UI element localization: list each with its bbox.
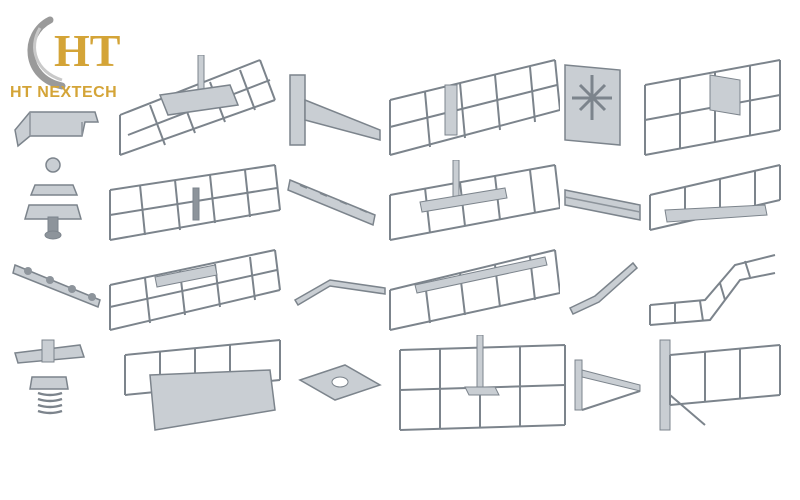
wall-mount-tray-icon xyxy=(645,335,785,435)
plate-bracket-tray-icon xyxy=(640,55,785,160)
rod-washer-tray-icon xyxy=(395,335,570,435)
logo: HT xyxy=(10,8,135,103)
tray-bend-elbow-icon xyxy=(645,245,780,330)
rod-strut-support-tray-icon xyxy=(385,160,560,245)
square-washer-icon xyxy=(295,360,385,405)
tray-on-strut-icon xyxy=(105,335,285,435)
wall-arm-support-tray-icon xyxy=(385,55,560,160)
coupler-strip-icon xyxy=(10,255,105,315)
angled-strip-icon xyxy=(565,258,640,318)
slotted-strut-icon xyxy=(285,170,380,230)
c-channel-bracket-icon xyxy=(10,100,105,155)
cross-plate-bracket-icon xyxy=(560,60,630,150)
tray-joint-splice-icon xyxy=(105,245,285,335)
bent-strip-icon xyxy=(290,270,390,310)
brand-name: HT NEXTECH xyxy=(10,84,118,101)
clamp-parts-icon xyxy=(15,155,90,245)
tray-strip-connector-icon xyxy=(385,245,560,335)
logo-letters: HT xyxy=(54,25,120,76)
u-channel-strut-icon xyxy=(560,185,645,225)
tray-strut-base-icon xyxy=(645,160,785,240)
spring-nut-clamp-icon xyxy=(10,335,90,425)
tray-bolt-joint-icon xyxy=(105,160,285,245)
wall-angle-bracket-icon xyxy=(570,355,645,415)
logo-emblem-icon: HT xyxy=(27,16,120,90)
threaded-rod-hanger-tray-icon xyxy=(110,55,285,160)
cantilever-arm-icon xyxy=(285,70,385,155)
